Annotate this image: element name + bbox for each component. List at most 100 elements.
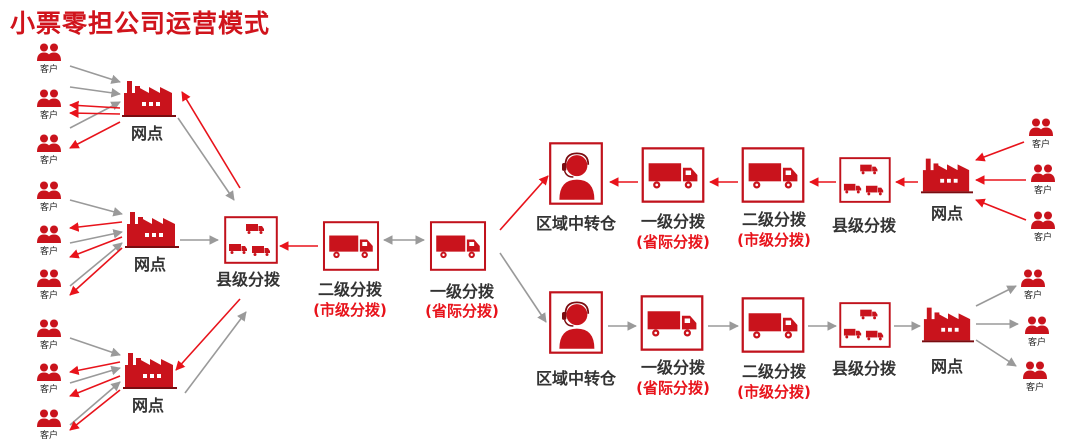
trucks-icon [224,216,278,264]
truck-icon [740,147,806,203]
operator-icon [549,142,603,205]
customer-icon [37,89,61,107]
regional-center-label: 区域中转仓 [535,369,617,388]
customer-icon [36,180,62,200]
customer-label: 客户 [39,111,59,121]
customer-icon [37,225,61,243]
second-hub-sub-label: (市级分拨) [737,383,811,401]
truck-icon [322,221,380,271]
truck-icon [640,295,704,351]
customer-icon [1031,164,1055,182]
operator-icon [549,291,603,354]
customer-icon [36,88,62,108]
county-hub-label: 县级分拨 [215,270,281,289]
customer-label: 客户 [39,291,59,301]
customer-icon [37,181,61,199]
customer-label: 客户 [39,203,59,213]
customer-icon [36,268,62,288]
customer-icon [1025,316,1049,334]
county-hub-label: 县级分拨 [831,359,897,378]
page-title: 小票零担公司运营模式 [10,9,271,38]
county-hub-label: 县级分拨 [831,216,897,235]
customer-icon [1023,361,1047,379]
customer-icon [36,362,62,382]
truck-icon [641,147,705,203]
second-hub-label: 二级分拨 [317,280,383,299]
customer-label: 客户 [39,156,59,166]
regional-center-label: 区域中转仓 [535,214,617,233]
first-hub-sub-label: (省际分拨) [636,233,710,251]
factory-icon [123,350,177,390]
operator-icon [546,142,606,205]
customer-icon [1030,163,1056,183]
customer-icon [37,269,61,287]
outlet-label: 网点 [930,357,964,376]
second-hub-label: 二级分拨 [741,362,807,381]
second-hub-label: 二级分拨 [741,210,807,229]
customer-icon [1024,315,1050,335]
customer-icon [37,363,61,381]
trucks-icon [838,157,892,203]
customer-icon [36,224,62,244]
customer-icon [1020,268,1046,288]
customer-label: 客户 [1033,186,1053,196]
outlet-label: 网点 [133,255,167,274]
factory-icon [921,158,973,194]
factory-icon [122,81,176,117]
customer-icon [1031,211,1055,229]
customer-icon [37,134,61,152]
trucks-icon [224,216,278,264]
truck-icon [638,295,706,351]
first-hub-label: 一级分拨 [640,212,706,231]
customer-icon [1021,269,1045,287]
customer-icon [1029,118,1053,136]
first-hub-label: 一级分拨 [429,282,495,301]
outlet-label: 网点 [930,204,964,223]
customer-label: 客户 [1025,383,1045,393]
customer-icon [1030,210,1056,230]
trucks-icon [838,302,892,348]
factory-icon [921,154,973,196]
truck-icon [318,221,384,271]
truck-icon [740,297,806,353]
second-hub-sub-label: (市级分拨) [737,231,811,249]
customer-label: 客户 [1027,338,1047,348]
customer-label: 客户 [39,247,59,257]
outlet-label: 网点 [130,124,164,143]
factory-icon [122,78,176,118]
factory-icon [125,209,179,249]
first-hub-sub-label: (省际分拨) [636,379,710,397]
customer-icon [37,409,61,427]
factory-icon [922,303,974,345]
customer-icon [36,42,62,62]
first-hub-label: 一级分拨 [640,358,706,377]
customer-icon [37,319,61,337]
factory-icon [123,353,177,389]
customer-label: 客户 [39,431,59,441]
operator-icon [546,291,606,354]
customer-icon [36,133,62,153]
customer-label: 客户 [1031,140,1051,150]
customer-icon [1028,117,1054,137]
customer-label: 客户 [1023,291,1043,301]
trucks-icon [839,157,891,203]
first-hub-sub-label: (省际分拨) [425,302,499,320]
customer-label: 客户 [39,341,59,351]
outlet-label: 网点 [131,396,165,415]
customer-icon [36,408,62,428]
customer-icon [37,43,61,61]
factory-icon [922,307,974,343]
trucks-icon [839,302,891,348]
second-hub-sub-label: (市级分拨) [313,301,387,319]
customer-icon [36,318,62,338]
truck-icon [429,221,487,271]
customer-icon [1022,360,1048,380]
truck-icon [425,221,491,271]
truck-icon [741,297,805,353]
truck-icon [741,147,805,203]
customer-label: 客户 [39,65,59,75]
customer-label: 客户 [39,385,59,395]
truck-icon [639,147,707,203]
customer-label: 客户 [1033,233,1053,243]
